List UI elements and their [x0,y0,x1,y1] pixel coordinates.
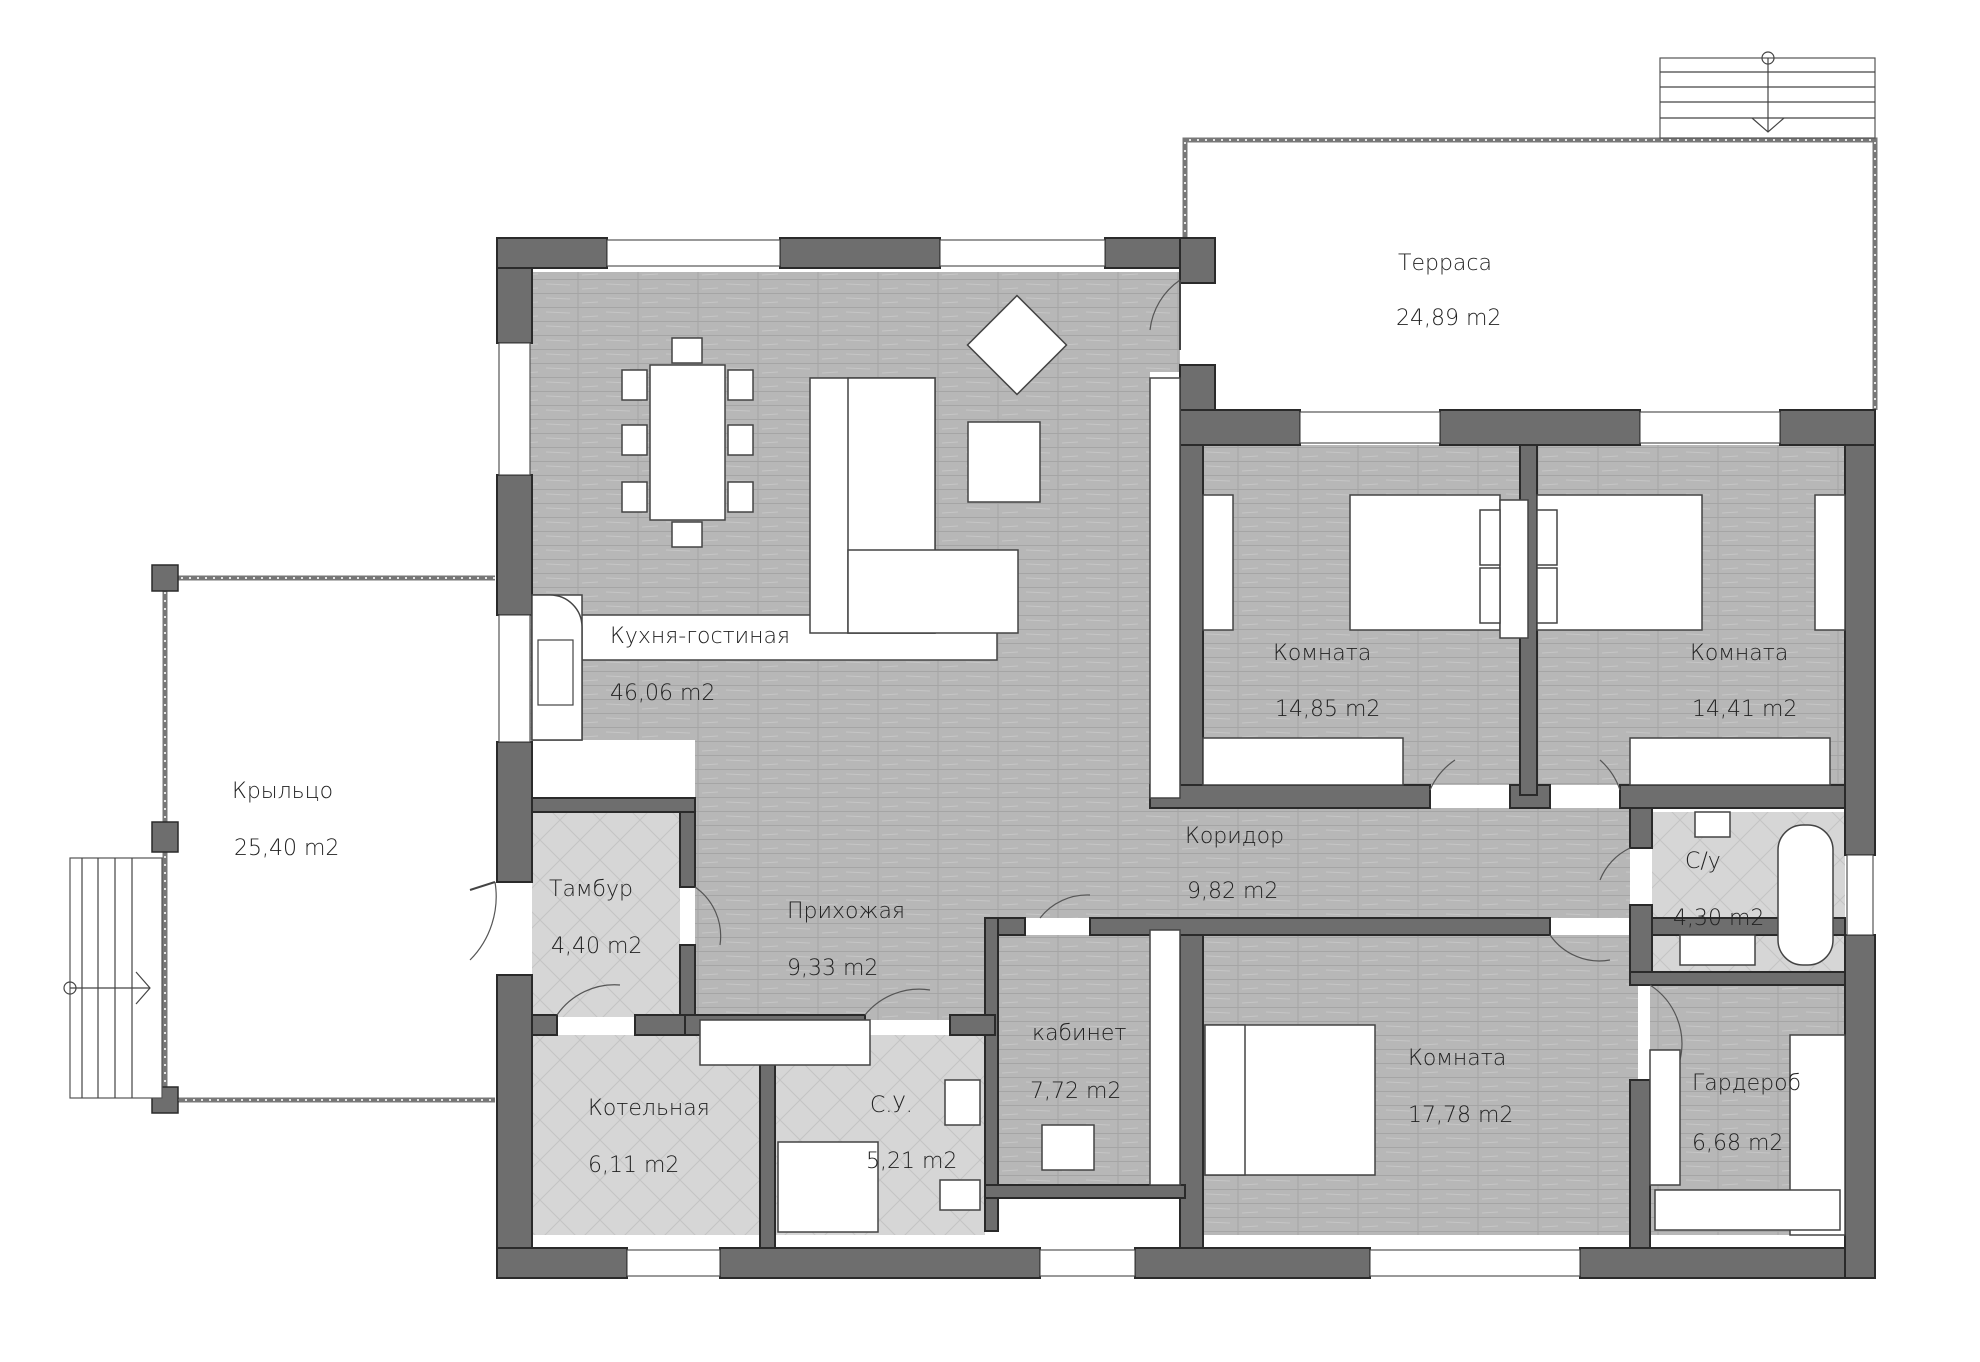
room3-name: Комната [1408,1046,1506,1071]
doors [469,279,1683,1061]
room2-name: Комната [1690,641,1788,666]
hallway-area: 9,33 m2 [787,956,878,981]
boiler-name: Котельная [588,1096,710,1121]
bedroom-furniture [1041,494,1846,1186]
bath1-name: С/у [1685,849,1721,874]
wardrobe-area: 6,68 m2 [1692,1131,1783,1156]
wardrobe-name: Гардероб [1692,1071,1801,1096]
room1-name: Комната [1273,641,1371,666]
boiler-area: 6,11 m2 [588,1153,679,1178]
porch-area: 25,40 m2 [234,836,339,861]
terrace-area: 24,89 m2 [1396,306,1501,331]
bath1-area: 4,30 m2 [1673,906,1764,931]
corridor-area: 9,82 m2 [1187,879,1278,904]
vestibule-name: Тамбур [549,877,633,902]
windows [498,239,1874,1277]
bath2-area: 5,21 m2 [866,1149,957,1174]
bathroom-fixtures [699,811,1846,1236]
hallway-name: Прихожая [787,899,905,924]
porch [63,564,495,1114]
office-area: 7,72 m2 [1030,1079,1121,1104]
room2-area: 14,41 m2 [1692,697,1797,722]
kitchen-furniture [531,294,1181,799]
kitchen-area: 46,06 m2 [610,681,715,706]
bath2-name: С.У. [870,1093,913,1118]
terrace-name: Терраса [1398,251,1492,276]
office-name: кабинет [1032,1021,1127,1046]
kitchen-name: Кухня-гостиная [610,624,790,649]
corridor-name: Коридор [1185,824,1284,849]
terrace [1182,51,1878,410]
boiler-floor [532,1035,762,1235]
vestibule-area: 4,40 m2 [551,934,642,959]
room3-area: 17,78 m2 [1408,1103,1513,1128]
room-labels: Кухня-гостиная 46,06 m2 Терраса 24,89 m2… [232,251,1801,1178]
vestibule-floor [532,812,680,1017]
porch-name: Крыльцо [232,779,333,804]
room1-area: 14,85 m2 [1275,697,1380,722]
hallway-floor [695,808,990,1020]
